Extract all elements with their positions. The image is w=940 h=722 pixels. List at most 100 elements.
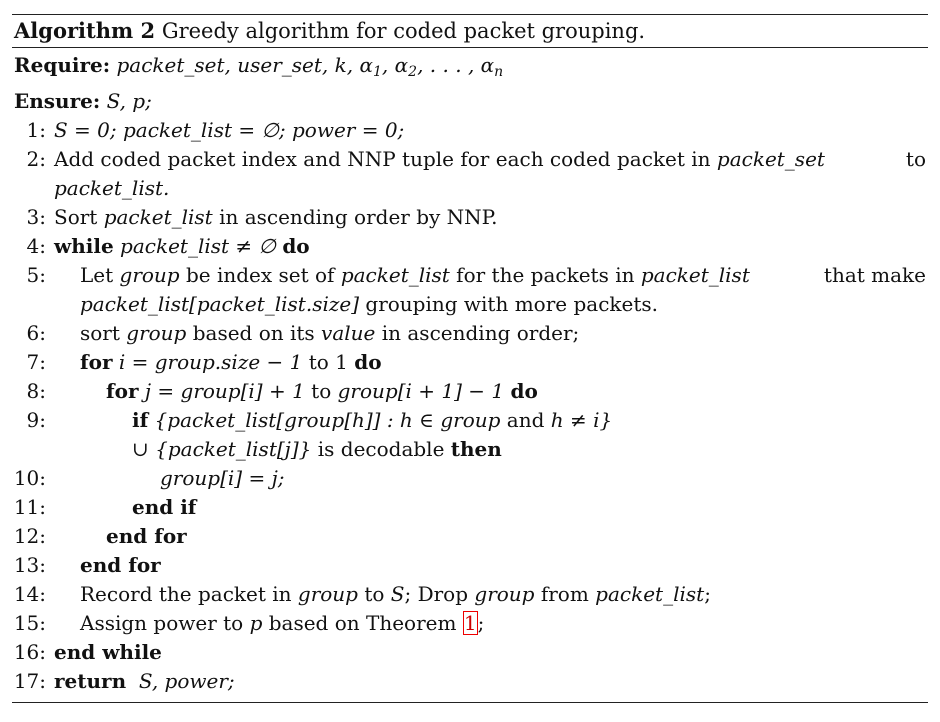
line-text-italic: packet_list — [640, 263, 750, 287]
line-number: 2: — [26, 147, 46, 171]
line-number: 11: — [13, 495, 46, 519]
line-number: 14: — [13, 582, 46, 606]
line-text-italic: packet_list — [340, 263, 450, 287]
keyword-do: do — [354, 350, 382, 374]
algo-line-5: 5: Let group be index set of packet_list… — [12, 261, 928, 290]
line-text: in ascending order by NNP. — [212, 205, 498, 229]
line-text: 1 — [328, 350, 355, 374]
require-sub-2: 2 — [408, 64, 418, 80]
algo-line-10: 10: group[i] = j; — [12, 464, 928, 493]
algo-line-6: 6: sort group based on its value in asce… — [12, 319, 928, 348]
line-number: 6: — [26, 321, 46, 345]
line-text: Record the packet in — [80, 582, 298, 606]
line-text-italic: value — [321, 321, 376, 345]
line-text-italic: packet_list. — [54, 176, 170, 200]
line-text-italic: group — [297, 582, 358, 606]
ensure-params: S, p; — [106, 89, 152, 113]
line-text-italic: S, power; — [126, 669, 235, 693]
line-text: sort — [80, 321, 127, 345]
keyword-end-if: end if — [132, 495, 197, 519]
algo-line-17: 17: return S, power; — [12, 667, 928, 696]
algo-line-13: 13: end for — [12, 551, 928, 580]
keyword-end-for: end for — [106, 524, 187, 548]
algo-line-4: 4: while packet_list ≠ ∅ do — [12, 232, 928, 261]
line-text-italic: i = group.size − 1 — [112, 350, 309, 374]
line-text-italic: j = group[i] + 1 — [138, 379, 312, 403]
line-text: ; Drop — [404, 582, 475, 606]
line-number: 4: — [26, 234, 46, 258]
line-number: 17: — [13, 669, 46, 693]
line-text: that make — [823, 263, 926, 287]
line-text: grouping with more packets. — [359, 292, 659, 316]
algo-line-9-cont: ∪ {packet_list[j]} is decodable then — [12, 435, 928, 464]
algo-line-1: 1: S = 0; packet_list = ∅; power = 0; — [12, 116, 928, 145]
line-text-italic: group[i] = j; — [160, 466, 285, 490]
algorithm-body: Require: packet_set, user_set, k, α1, α2… — [12, 48, 928, 702]
keyword-return: return — [54, 669, 127, 693]
line-number: 5: — [26, 263, 46, 287]
line-text-italic: group[i + 1] − 1 — [331, 379, 511, 403]
line-text: for the packets in — [449, 263, 641, 287]
line-text-italic: h ≠ i} — [544, 408, 613, 432]
require-params-a: packet_set, user_set, k, α — [116, 53, 373, 77]
line-number: 13: — [13, 553, 46, 577]
require-line: Require: packet_set, user_set, k, α1, α2… — [12, 51, 928, 87]
line-number: 1: — [26, 118, 46, 142]
algorithm-caption: Algorithm 2 Greedy algorithm for coded p… — [12, 15, 928, 47]
line-text: Assign power to — [80, 611, 250, 635]
line-text: ; — [704, 582, 711, 606]
line-text-italic: packet_set — [716, 147, 825, 171]
line-text: ; — [477, 611, 485, 635]
line-text: be index set of — [179, 263, 341, 287]
line-text: Let — [80, 263, 120, 287]
line-text-italic: S — [390, 582, 405, 606]
line-number: 7: — [26, 350, 46, 374]
line-text: to — [311, 379, 332, 403]
ensure-keyword: Ensure: — [14, 89, 101, 113]
theorem-reference-link[interactable]: 1 — [462, 611, 478, 635]
line-text-italic: packet_list ≠ ∅ — [113, 234, 283, 258]
bottom-rule — [12, 702, 928, 703]
line-text: S = 0; packet_list = ∅; power = 0; — [54, 118, 405, 142]
line-text: based on its — [186, 321, 322, 345]
line-text: is decodable — [317, 437, 451, 461]
algo-line-11: 11: end if — [12, 493, 928, 522]
algo-line-15: 15: Assign power to p based on Theorem 1… — [12, 609, 928, 638]
line-text: Sort — [54, 205, 104, 229]
line-text-italic: group — [126, 321, 187, 345]
algorithm-title: Greedy algorithm for coded packet groupi… — [161, 19, 646, 43]
require-sub-1: 1 — [373, 64, 382, 80]
require-keyword: Require: — [14, 53, 111, 77]
line-text: to — [357, 582, 391, 606]
keyword-end-while: end while — [54, 640, 162, 664]
keyword-for: for — [106, 379, 139, 403]
line-text-italic: group — [119, 263, 180, 287]
algo-line-2-cont: packet_list. — [12, 174, 928, 203]
keyword-for: for — [80, 350, 113, 374]
algorithm-label: Algorithm 2 — [14, 18, 156, 43]
line-text: to — [308, 350, 329, 374]
line-text: to — [905, 147, 926, 171]
algo-line-2: 2: Add coded packet index and NNP tuple … — [12, 145, 928, 174]
line-number: 16: — [13, 640, 46, 664]
line-text-italic: p — [249, 611, 263, 635]
keyword-if: if — [132, 408, 149, 432]
algo-line-14: 14: Record the packet in group to S; Dro… — [12, 580, 928, 609]
ensure-line: Ensure: S, p; — [12, 87, 928, 116]
keyword-while: while — [54, 234, 114, 258]
line-text: Add coded packet index and NNP tuple for… — [54, 147, 717, 171]
line-text: from — [534, 582, 596, 606]
top-rule — [12, 14, 928, 15]
line-text-italic: ∪ {packet_list[j]} — [132, 437, 318, 461]
require-params-b: , α — [381, 53, 409, 77]
algo-line-3: 3: Sort packet_list in ascending order b… — [12, 203, 928, 232]
line-number: 8: — [26, 379, 46, 403]
line-text-italic: packet_list[packet_list.size] — [80, 292, 360, 316]
require-params-c: , . . . , α — [417, 53, 495, 77]
algo-line-16: 16: end while — [12, 638, 928, 667]
require-sub-n: n — [494, 64, 504, 80]
caption-rule — [12, 47, 928, 48]
line-text-italic: group — [474, 582, 535, 606]
keyword-do: do — [510, 379, 538, 403]
line-text-italic: packet_list — [595, 582, 705, 606]
